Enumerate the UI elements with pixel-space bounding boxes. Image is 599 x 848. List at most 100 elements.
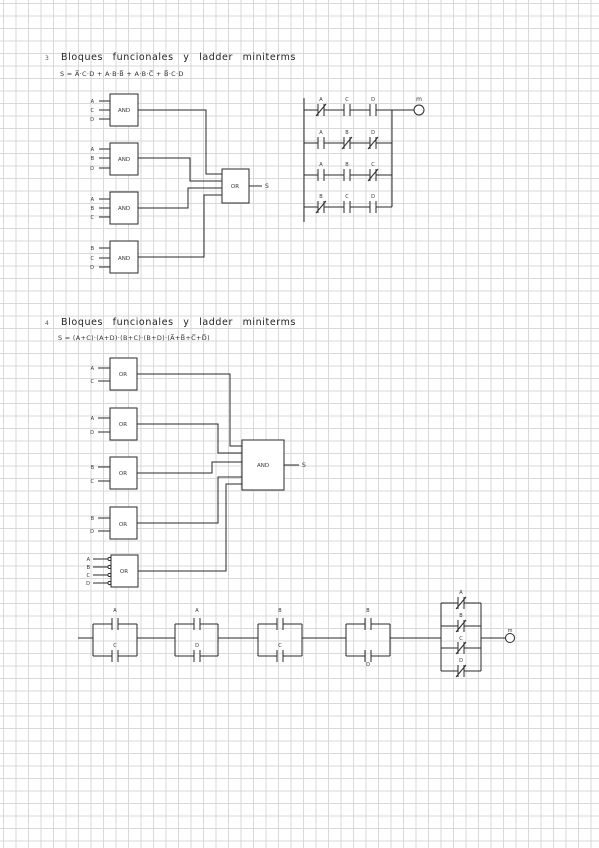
l4-g5-contact-2: B [459,613,463,619]
g4-2-input-a: A [91,416,95,422]
g4-5-input-a: A [87,557,91,563]
l4-g1-contact-bottom: C [113,643,117,649]
section-4-heading: 4 Bloques funcionales y ladder miniterms [45,317,296,328]
ladder-3-coil [413,104,425,116]
l4-g4-contact-top: B [366,608,370,614]
or-gate-4-5: A B C D OR [86,554,139,588]
and-gate-2: A B D AND [90,142,139,176]
ladder-4-coil-label: m [508,628,513,634]
or-gate-4-2: A D OR [90,407,138,441]
ladder-3-row-3: A B C [304,162,392,182]
g4-5-input-c: C [87,573,91,579]
g3-2-input-a: A [91,147,95,153]
and-gate-4-label: AND [257,463,269,469]
ladder-4-group-3: B C [257,608,303,662]
l4-g5-contact-3: C [459,636,463,642]
l3-r4-contact-2: C [345,194,349,200]
g3-3-input-c: C [91,215,95,221]
section-3-number: 3 [45,55,50,62]
ladder-3-row-4: B C D [304,194,392,214]
wire-and2-or [138,157,222,182]
g4-3-input-b: B [91,465,95,471]
l3-r1-contact-3: D [371,97,375,103]
ladder-3-row-2: A B D [304,130,392,150]
section-4-output-label: S [302,462,306,469]
g3-3-input-b: B [91,206,95,212]
wire-or3-and [137,461,242,474]
ladder-4-group-5: A B C D [440,590,482,678]
or-gate-4-3: B C OR [91,456,138,490]
l4-g1-contact-top: A [113,608,117,614]
l3-r2-contact-1: A [319,130,323,136]
and-gate-3: A B C AND [91,191,139,225]
section-4-title: Bloques funcionales y ladder miniterms [61,317,297,328]
or-gate-3-label: OR [231,184,239,190]
g4-4-input-b: B [91,516,95,522]
l4-g2-contact-top: A [195,608,199,614]
section-4-formula: S = (A+C)·(A+D)·(B+C)·(B+D)·(A̅+B̅+C̅+D̅… [58,334,210,342]
section-4-number: 4 [45,320,50,327]
gate-diagram-4: A C OR A D OR B C OR B D [86,357,306,588]
wire-and3-or [138,187,222,209]
l3-r3-contact-2: B [345,162,349,168]
g3-1-input-d: D [90,117,94,123]
ladder-3-coil-label: m [416,96,422,103]
l3-r4-contact-3: D [371,194,375,200]
section-3-output-label: S [265,183,269,190]
g4-2-input-d: D [90,430,94,436]
l3-r2-contact-2: B [345,130,349,136]
ladder-4-group-1: A C [92,608,138,662]
and-gate-1: A C D AND [90,93,139,127]
g3-3-input-a: A [91,197,95,203]
or-gate-4-1-label: OR [119,372,127,378]
g3-2-input-b: B [91,156,95,162]
or-gate-4-4-label: OR [119,522,127,528]
l3-r1-contact-1: A [319,97,323,103]
section-3-title: Bloques funcionales y ladder miniterms [61,52,297,63]
and-gate-2-label: AND [118,157,130,163]
g3-2-input-d: D [90,166,94,172]
wire-and4-or [138,194,222,258]
and-gate-3-label: AND [118,206,130,212]
l4-g2-contact-bottom: D [195,643,199,649]
l3-r2-contact-3: D [371,130,375,136]
and-gate-4: B C D AND [90,240,139,274]
g3-1-input-a: A [91,99,95,105]
l3-r4-contact-1: B [319,194,323,200]
g4-4-input-d: D [90,529,94,535]
g3-4-input-d: D [90,265,94,271]
g4-1-input-a: A [91,366,95,372]
ladder-4-group-4: B D [345,608,391,668]
or-gate-4-4: B D OR [90,506,138,540]
g4-3-input-c: C [91,479,95,485]
ladder-diagram-3: A C D m A B D [303,96,425,222]
l3-r3-contact-1: A [319,162,323,168]
l3-r3-contact-3: C [371,162,375,168]
section-3-formula: S = A̅·C·D + A·B·B̅ + A·B·C̅ + B̅·C·D [60,70,184,78]
g3-4-input-c: C [91,256,95,262]
and-gate-4-label: AND [118,256,130,262]
wire-or1-and [137,373,242,447]
g3-4-input-b: B [91,246,95,252]
and-gate-1-label: AND [118,108,130,114]
wire-or4-and [137,476,242,524]
g4-1-input-c: C [91,379,95,385]
or-gate-4-1: A C OR [91,357,138,391]
l4-g4-contact-bottom: D [366,662,370,668]
ladder-4-coil [505,633,515,643]
or-gate-4-5-label: OR [120,569,128,575]
l4-g3-contact-top: B [278,608,282,614]
l3-r1-contact-2: C [345,97,349,103]
ladder-3-row-1: A C D m [304,96,425,117]
wire-or5-and [138,483,242,572]
section-3-heading: 3 Bloques funcionales y ladder miniterms [45,52,296,63]
ladder-diagram-4: m A C A D B C [78,590,515,678]
l4-g5-contact-4: D [459,658,463,664]
or-gate-4-2-label: OR [119,422,127,428]
gate-diagram-3: A C D AND A B D AND A B C AND [90,93,269,274]
or-gate-4-3-label: OR [119,471,127,477]
wire-or2-and [137,423,242,454]
wire-and1-or [138,109,222,175]
l4-g3-contact-bottom: C [278,643,282,649]
